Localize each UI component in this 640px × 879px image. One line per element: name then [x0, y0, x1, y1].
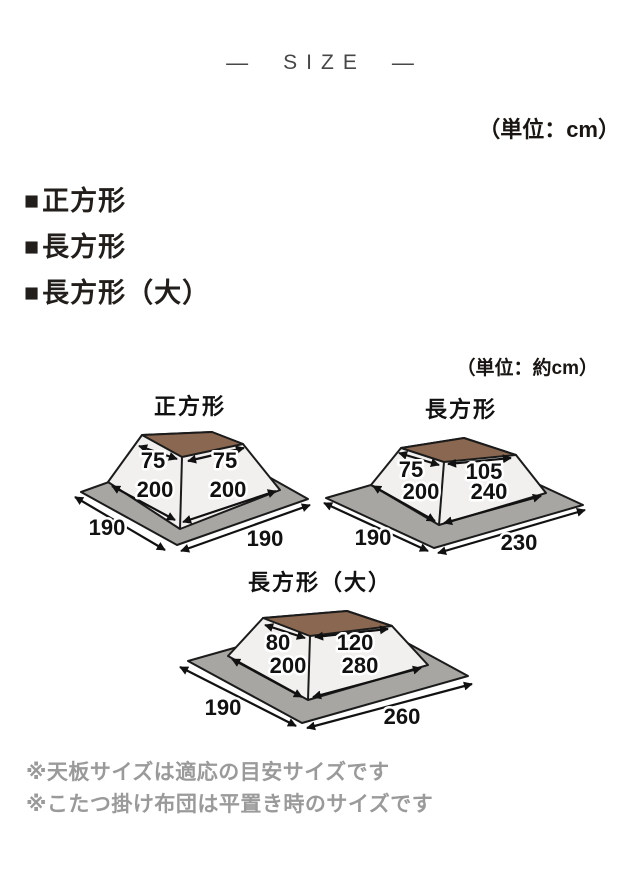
diagram-rectangle-large-title: 長方形（大） [247, 570, 392, 595]
title-dash-left-icon: — [226, 50, 249, 75]
diagram-rectangle-large: 長方形（大） 80 120 200 280 190 260 [150, 565, 490, 753]
square-bullet-icon: ■ [24, 279, 41, 307]
rug-depth-label: 190 [205, 695, 242, 720]
unit-note-approx-cm: （単位：約cm） [456, 358, 598, 379]
top-depth-label: 75 [141, 448, 165, 473]
top-depth-arrow [398, 451, 440, 467]
rug-depth-label: 190 [89, 515, 126, 540]
top-width-arrow [314, 625, 389, 641]
top-depth-arrow [264, 623, 306, 640]
top-depth-label: 75 [399, 457, 423, 482]
size-type-rectangle: ■ 長方形 [24, 231, 210, 264]
top-width-arrow [187, 445, 245, 464]
size-type-rectangle-large-label: 長方形（大） [42, 278, 211, 308]
size-type-square: ■ 正方形 [24, 185, 210, 218]
top-width-label: 120 [337, 630, 374, 655]
title-dash-right-icon: — [391, 50, 414, 75]
rug-depth-arrow [74, 496, 166, 551]
rug-depth-arrow [179, 666, 297, 727]
diagram-square: 正方形 75 75 200 200 190 [55, 389, 325, 567]
page-title-text: SIZE [283, 51, 366, 74]
rug-width-label: 260 [384, 704, 421, 729]
kotatsu-square-illustration: 75 75 200 200 190 190 [74, 431, 311, 554]
rug-width-arrow [306, 681, 473, 731]
futon-width-label: 200 [210, 477, 247, 502]
unit-note-cm: （単位：cm） [478, 117, 620, 142]
square-bullet-icon: ■ [24, 233, 41, 261]
top-depth-label: 80 [266, 630, 290, 655]
kotatsu-rectangle-large-illustration: 80 120 200 280 190 260 [179, 610, 473, 732]
size-type-list: ■ 正方形 ■ 長方形 ■ 長方形（大） [24, 185, 210, 323]
rug-width-arrow [437, 507, 586, 556]
footnote-futon: ※こたつ掛け布団は平置き時のサイズです [26, 793, 434, 816]
futon-depth-label: 200 [137, 477, 174, 502]
futon-width-label: 280 [342, 653, 379, 678]
futon-width-label: 240 [471, 479, 508, 504]
rug-depth-arrow [323, 502, 429, 552]
footnotes: ※天板サイズは適応の目安サイズです ※こたつ掛け布団は平置き時のサイズです [26, 757, 433, 821]
diagram-rectangle: 長方形 75 105 200 240 190 230 [316, 392, 606, 570]
page-title: — SIZE — [0, 48, 640, 78]
top-width-label: 105 [466, 459, 503, 484]
rug-width-label: 190 [247, 526, 284, 551]
size-type-rectangle-label: 長方形 [42, 232, 127, 262]
rug-width-label: 230 [501, 530, 538, 555]
futon-depth-label: 200 [270, 653, 307, 678]
footnote-tabletop: ※天板サイズは適応の目安サイズです [26, 761, 390, 784]
rug-width-arrow [180, 503, 311, 553]
futon-depth-label: 200 [403, 479, 440, 504]
diagram-rectangle-title: 長方形 [424, 397, 497, 422]
top-depth-arrow [138, 444, 178, 461]
diagram-square-title: 正方形 [153, 394, 226, 419]
square-bullet-icon: ■ [24, 187, 41, 215]
rug-depth-label: 190 [355, 525, 392, 550]
size-type-rectangle-large: ■ 長方形（大） [24, 277, 210, 310]
size-type-square-label: 正方形 [42, 186, 127, 216]
kotatsu-rectangle-illustration: 75 105 200 240 190 230 [323, 437, 586, 558]
top-width-label: 75 [213, 448, 237, 473]
top-width-arrow [447, 454, 512, 468]
